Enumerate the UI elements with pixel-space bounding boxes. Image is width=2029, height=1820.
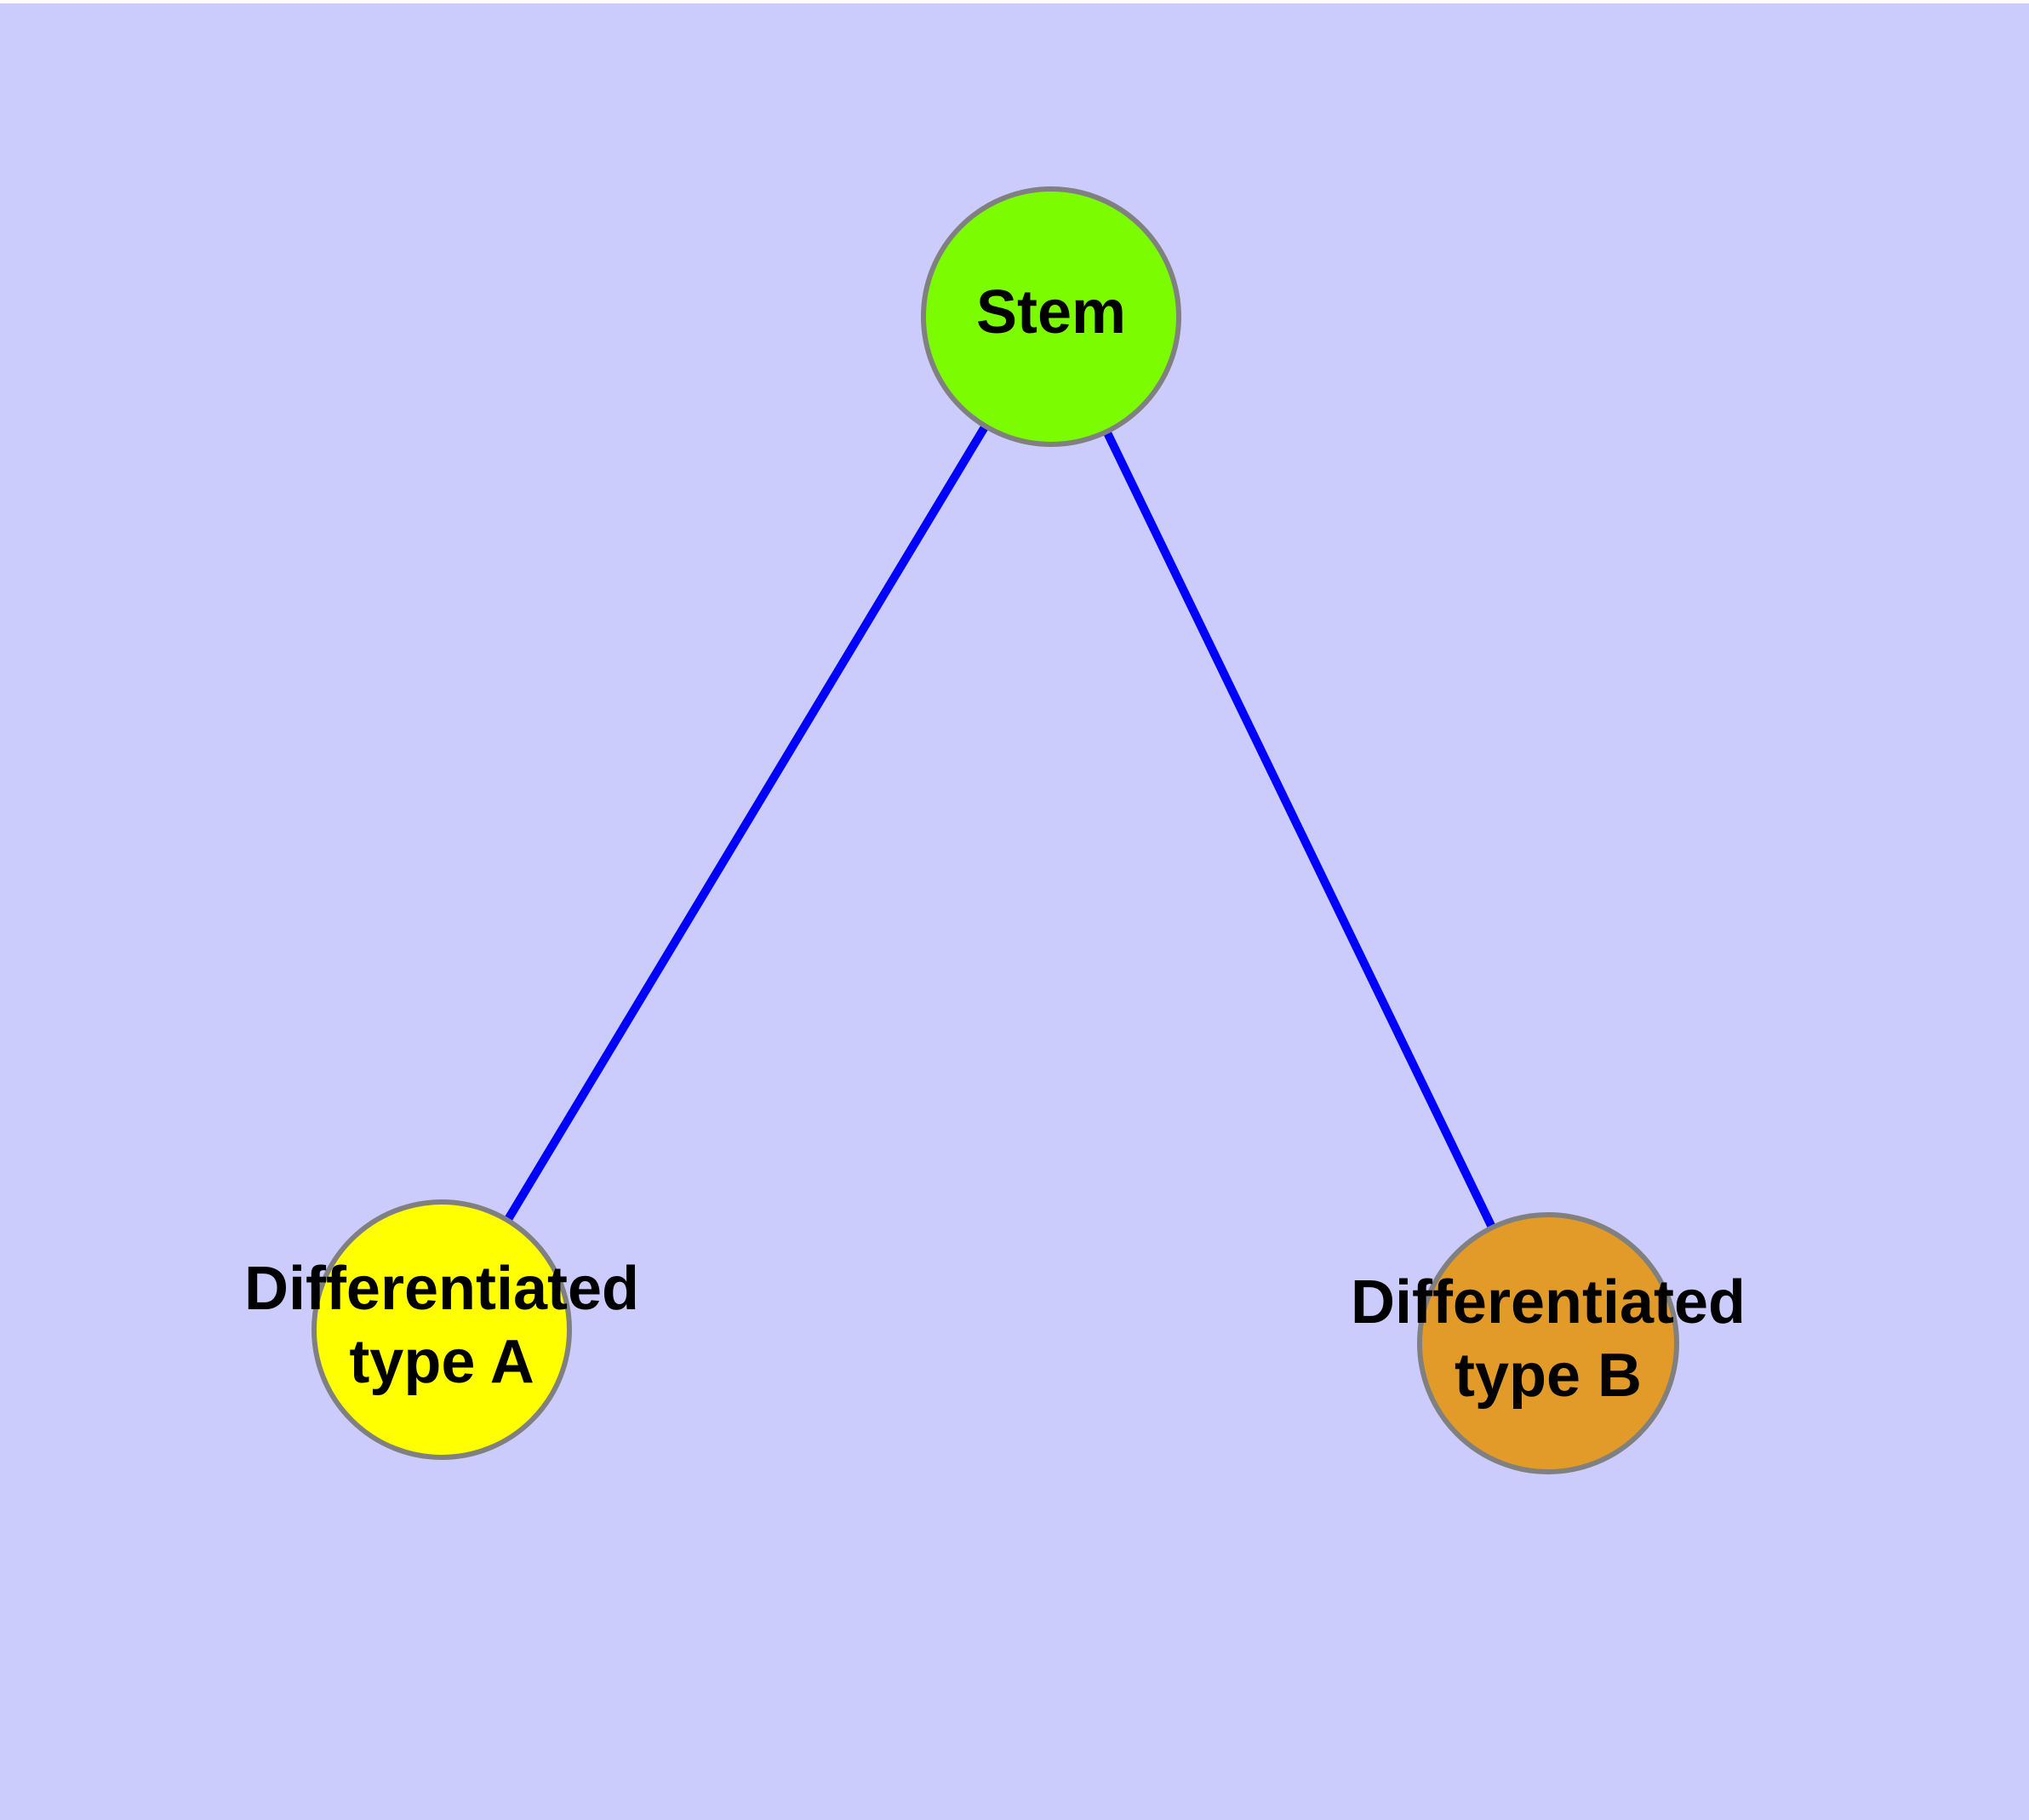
edge-stem-to-differentiated-type-b[interactable]	[1047, 314, 1552, 1346]
node-label-line: Differentiated	[1351, 1268, 1746, 1336]
node-stem-label: Stem	[976, 278, 1126, 346]
node-label-line: Stem	[976, 278, 1126, 346]
edge-stem-to-differentiated-type-a[interactable]	[437, 314, 1055, 1332]
edges-layer	[437, 314, 1552, 1346]
node-label-line: Differentiated	[244, 1255, 639, 1323]
node-differentiated-type-b-circle[interactable]	[1417, 1212, 1679, 1474]
node-differentiated-type-a-circle[interactable]	[311, 1199, 572, 1460]
node-label-line: type B	[1455, 1342, 1642, 1410]
node-label-line: type A	[349, 1328, 534, 1396]
nodes-layer	[311, 186, 1679, 1474]
node-stem-circle[interactable]	[921, 186, 1181, 447]
